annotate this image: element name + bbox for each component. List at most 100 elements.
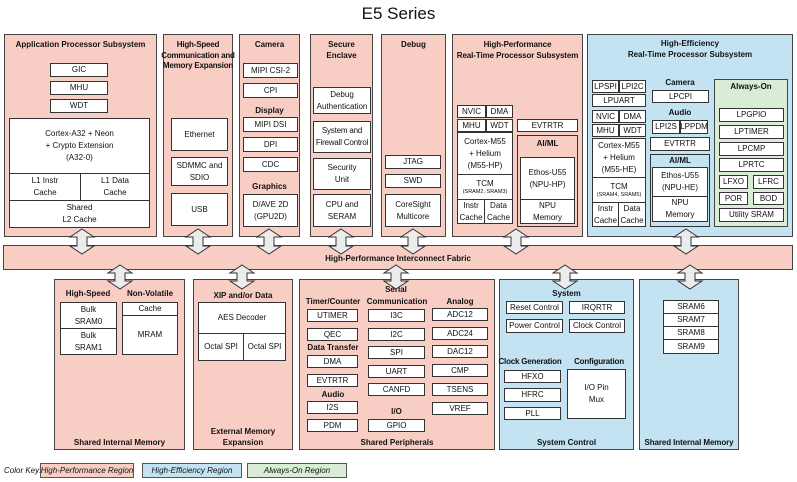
key-high-performance: High-Performance Region — [40, 463, 134, 478]
hfxo-block: HFXO — [504, 370, 561, 383]
always-on-title: Always-On — [730, 82, 772, 91]
octal-spi-block-1: Octal SPI — [198, 333, 244, 361]
i2s-block: I2S — [307, 401, 358, 414]
swd-block: SWD — [385, 174, 441, 188]
sdmmc-block: SDMMC and SDIO — [171, 157, 228, 186]
lpcpi-block: LPCPI — [652, 90, 709, 103]
mhu-block: MHU — [50, 81, 108, 95]
he-npu-memory-block: NPU Memory — [652, 196, 708, 222]
tsens-block: TSENS — [432, 383, 488, 396]
canfd-block: CANFD — [368, 383, 425, 396]
por-block: POR — [719, 192, 748, 205]
jtag-block: JTAG — [385, 155, 441, 169]
l1-instr-cache: L1 Instr Cache — [9, 173, 81, 201]
sram9-block: SRAM9 — [663, 339, 719, 354]
shared-internal-memory-title: Shared Internal Memory — [73, 438, 166, 447]
cpi-block: CPI — [243, 83, 298, 98]
vref-block: VREF — [432, 402, 488, 415]
high-speed-title: High-Speed — [65, 289, 111, 298]
color-key-label: Color Key: — [4, 466, 42, 475]
uart-block: UART — [368, 365, 425, 378]
lfxo-block: LFXO — [719, 175, 748, 189]
usb-block: USB — [171, 193, 228, 226]
he-ethos-u55-block: Ethos-U55 (NPU-HE) — [652, 167, 708, 197]
hp-wdt-block: WDT — [486, 119, 513, 132]
shared-peripherals-title: Shared Peripherals — [360, 438, 434, 447]
camera-title: Camera — [254, 40, 285, 49]
he-dma-block: DMA — [619, 110, 646, 123]
lpspi-block: LPSPI — [592, 80, 619, 93]
hp-title: High-Performance Real-Time Processor Sub… — [456, 40, 579, 60]
he-cortex-m55-block: Cortex-M55 + Helium (M55-HE) — [592, 138, 646, 178]
hp-tcm-sram: (SRAM2, SRAM3) — [462, 189, 508, 195]
hp-data-cache: Data Cache — [484, 199, 513, 224]
he-mhu-block: MHU — [592, 124, 619, 137]
key-high-efficiency: High-Efficiency Region — [142, 463, 242, 478]
lpcmp-block: LPCMP — [719, 142, 784, 156]
communication-title: Communication — [366, 297, 428, 306]
bod-block: BOD — [753, 192, 784, 205]
hp-dma-block: DMA — [486, 105, 513, 118]
power-control-block: Power Control — [506, 319, 563, 333]
hp-tcm-block: TCM (SRAM2, SRAM3) — [457, 174, 513, 200]
xip-title: XIP and/or Data — [213, 291, 273, 300]
bulk-sram1-block: Bulk SRAM1 — [60, 328, 117, 355]
utimer-block: UTIMER — [307, 309, 358, 322]
octal-spi-block-2: Octal SPI — [243, 333, 286, 361]
ethernet-block: Ethernet — [171, 118, 228, 151]
non-volatile-title: Non-Volatile — [126, 289, 174, 298]
firewall-control-block: System and Firewall Control — [313, 121, 371, 153]
mipi-csi2-block: MIPI CSI-2 — [243, 63, 298, 78]
dac12-block: DAC12 — [432, 345, 488, 358]
he-nvic-block: NVIC — [592, 110, 619, 123]
hp-cortex-m55-block: Cortex-M55 + Helium (M55-HP) — [457, 132, 513, 175]
io-title: I/O — [391, 407, 402, 416]
irqrtr-block: IRQRTR — [569, 301, 625, 314]
cpu-seram-block: CPU and SERAM — [313, 194, 371, 227]
adc12-block: ADC12 — [432, 308, 488, 321]
mram-cache-block: Cache — [122, 302, 178, 316]
sram6-block: SRAM6 — [663, 300, 719, 314]
graphics-title: Graphics — [252, 182, 287, 191]
fabric-label: High-Performance Interconnect Fabric — [325, 254, 471, 263]
he-audio-title: Audio — [668, 108, 692, 117]
system-control-title: System Control — [536, 438, 597, 447]
clock-generation-title: Clock Generation — [498, 357, 562, 366]
shared-l2-cache: Shared L2 Cache — [9, 200, 150, 228]
hsc-title: High-Speed Communication and Memory Expa… — [161, 40, 235, 70]
mram-block: MRAM — [122, 315, 178, 355]
pll-block: PLL — [504, 407, 561, 420]
wdt-block: WDT — [50, 99, 108, 113]
cortex-a32-block: Cortex-A32 + Neon + Crypto Extension (A3… — [9, 118, 150, 174]
clock-control-block: Clock Control — [569, 319, 625, 333]
hp-ethos-u55-block: Ethos-U55 (NPU-HP) — [520, 157, 575, 200]
he-aiml-title: AI/ML — [669, 156, 691, 165]
data-transfer-title: Data Transfer — [307, 343, 359, 352]
key-always-on: Always-On Region — [247, 463, 347, 478]
io-pin-mux-block: I/O Pin Mux — [567, 369, 626, 419]
lptimer-block: LPTIMER — [719, 125, 784, 139]
configuration-title: Configuration — [574, 357, 624, 366]
sram8-block: SRAM8 — [663, 326, 719, 340]
cdc-block: CDC — [243, 157, 298, 172]
lpi2c-block: LPI2C — [619, 80, 646, 93]
reset-control-block: Reset Control — [506, 301, 563, 314]
sram7-block: SRAM7 — [663, 313, 719, 327]
hp-instr-cache: Instr Cache — [457, 199, 485, 224]
pdm-block: PDM — [307, 419, 358, 432]
he-instr-cache: Instr Cache — [592, 202, 619, 227]
shared-internal-memory-he-title: Shared Internal Memory — [644, 438, 734, 447]
coresight-block: CoreSight Multicore — [385, 194, 441, 227]
qec-block: QEC — [307, 328, 358, 341]
gic-block: GIC — [50, 63, 108, 77]
debug-authentication-block: Debug Authentication — [313, 87, 371, 114]
debug-title: Debug — [401, 40, 426, 49]
serial-title: Serial — [385, 285, 407, 294]
he-tcm-sram: (SRAM4, SRAM5) — [596, 192, 642, 198]
timer-counter-title: Timer/Counter — [305, 297, 361, 306]
hp-nvic-block: NVIC — [457, 105, 486, 118]
lppdm-block: LPPDM — [680, 120, 708, 134]
hp-evtrtr-block: EVTRTR — [517, 119, 578, 132]
he-tcm-label: TCM — [610, 182, 628, 191]
hp-npu-memory-block: NPU Memory — [520, 199, 575, 224]
